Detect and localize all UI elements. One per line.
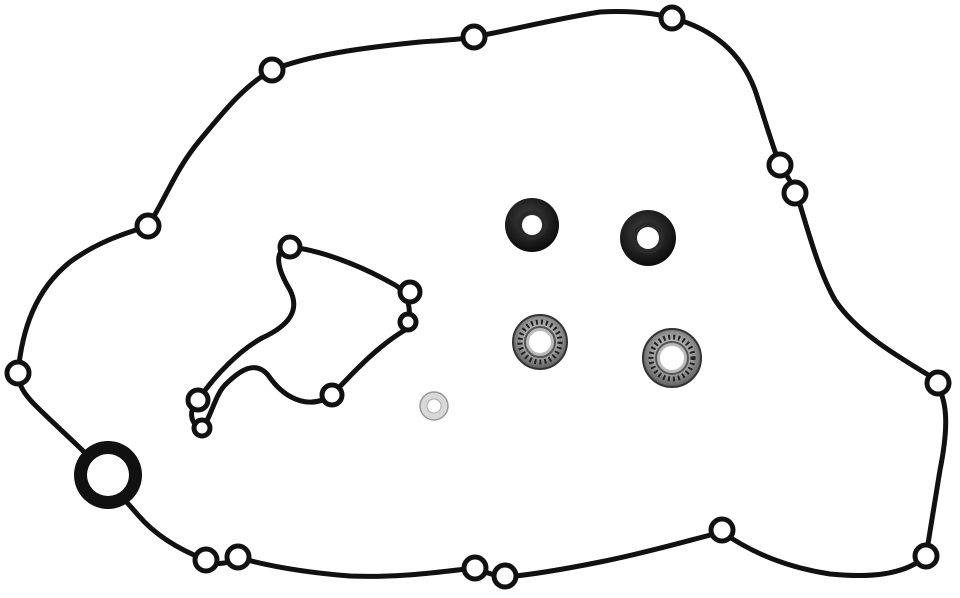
outer-cover-gasket <box>15 8 949 580</box>
ball-bearing <box>642 328 702 388</box>
water-pump-gasket-holes <box>185 234 423 439</box>
oil-seal <box>620 210 676 266</box>
outer-gasket-dowel-ring <box>74 441 142 509</box>
washer <box>419 391 449 421</box>
outer-gasket-bolt-lugs <box>4 4 952 590</box>
water-pump-gasket <box>189 244 412 431</box>
ball-bearing <box>512 314 568 370</box>
oil-seal <box>505 198 559 252</box>
